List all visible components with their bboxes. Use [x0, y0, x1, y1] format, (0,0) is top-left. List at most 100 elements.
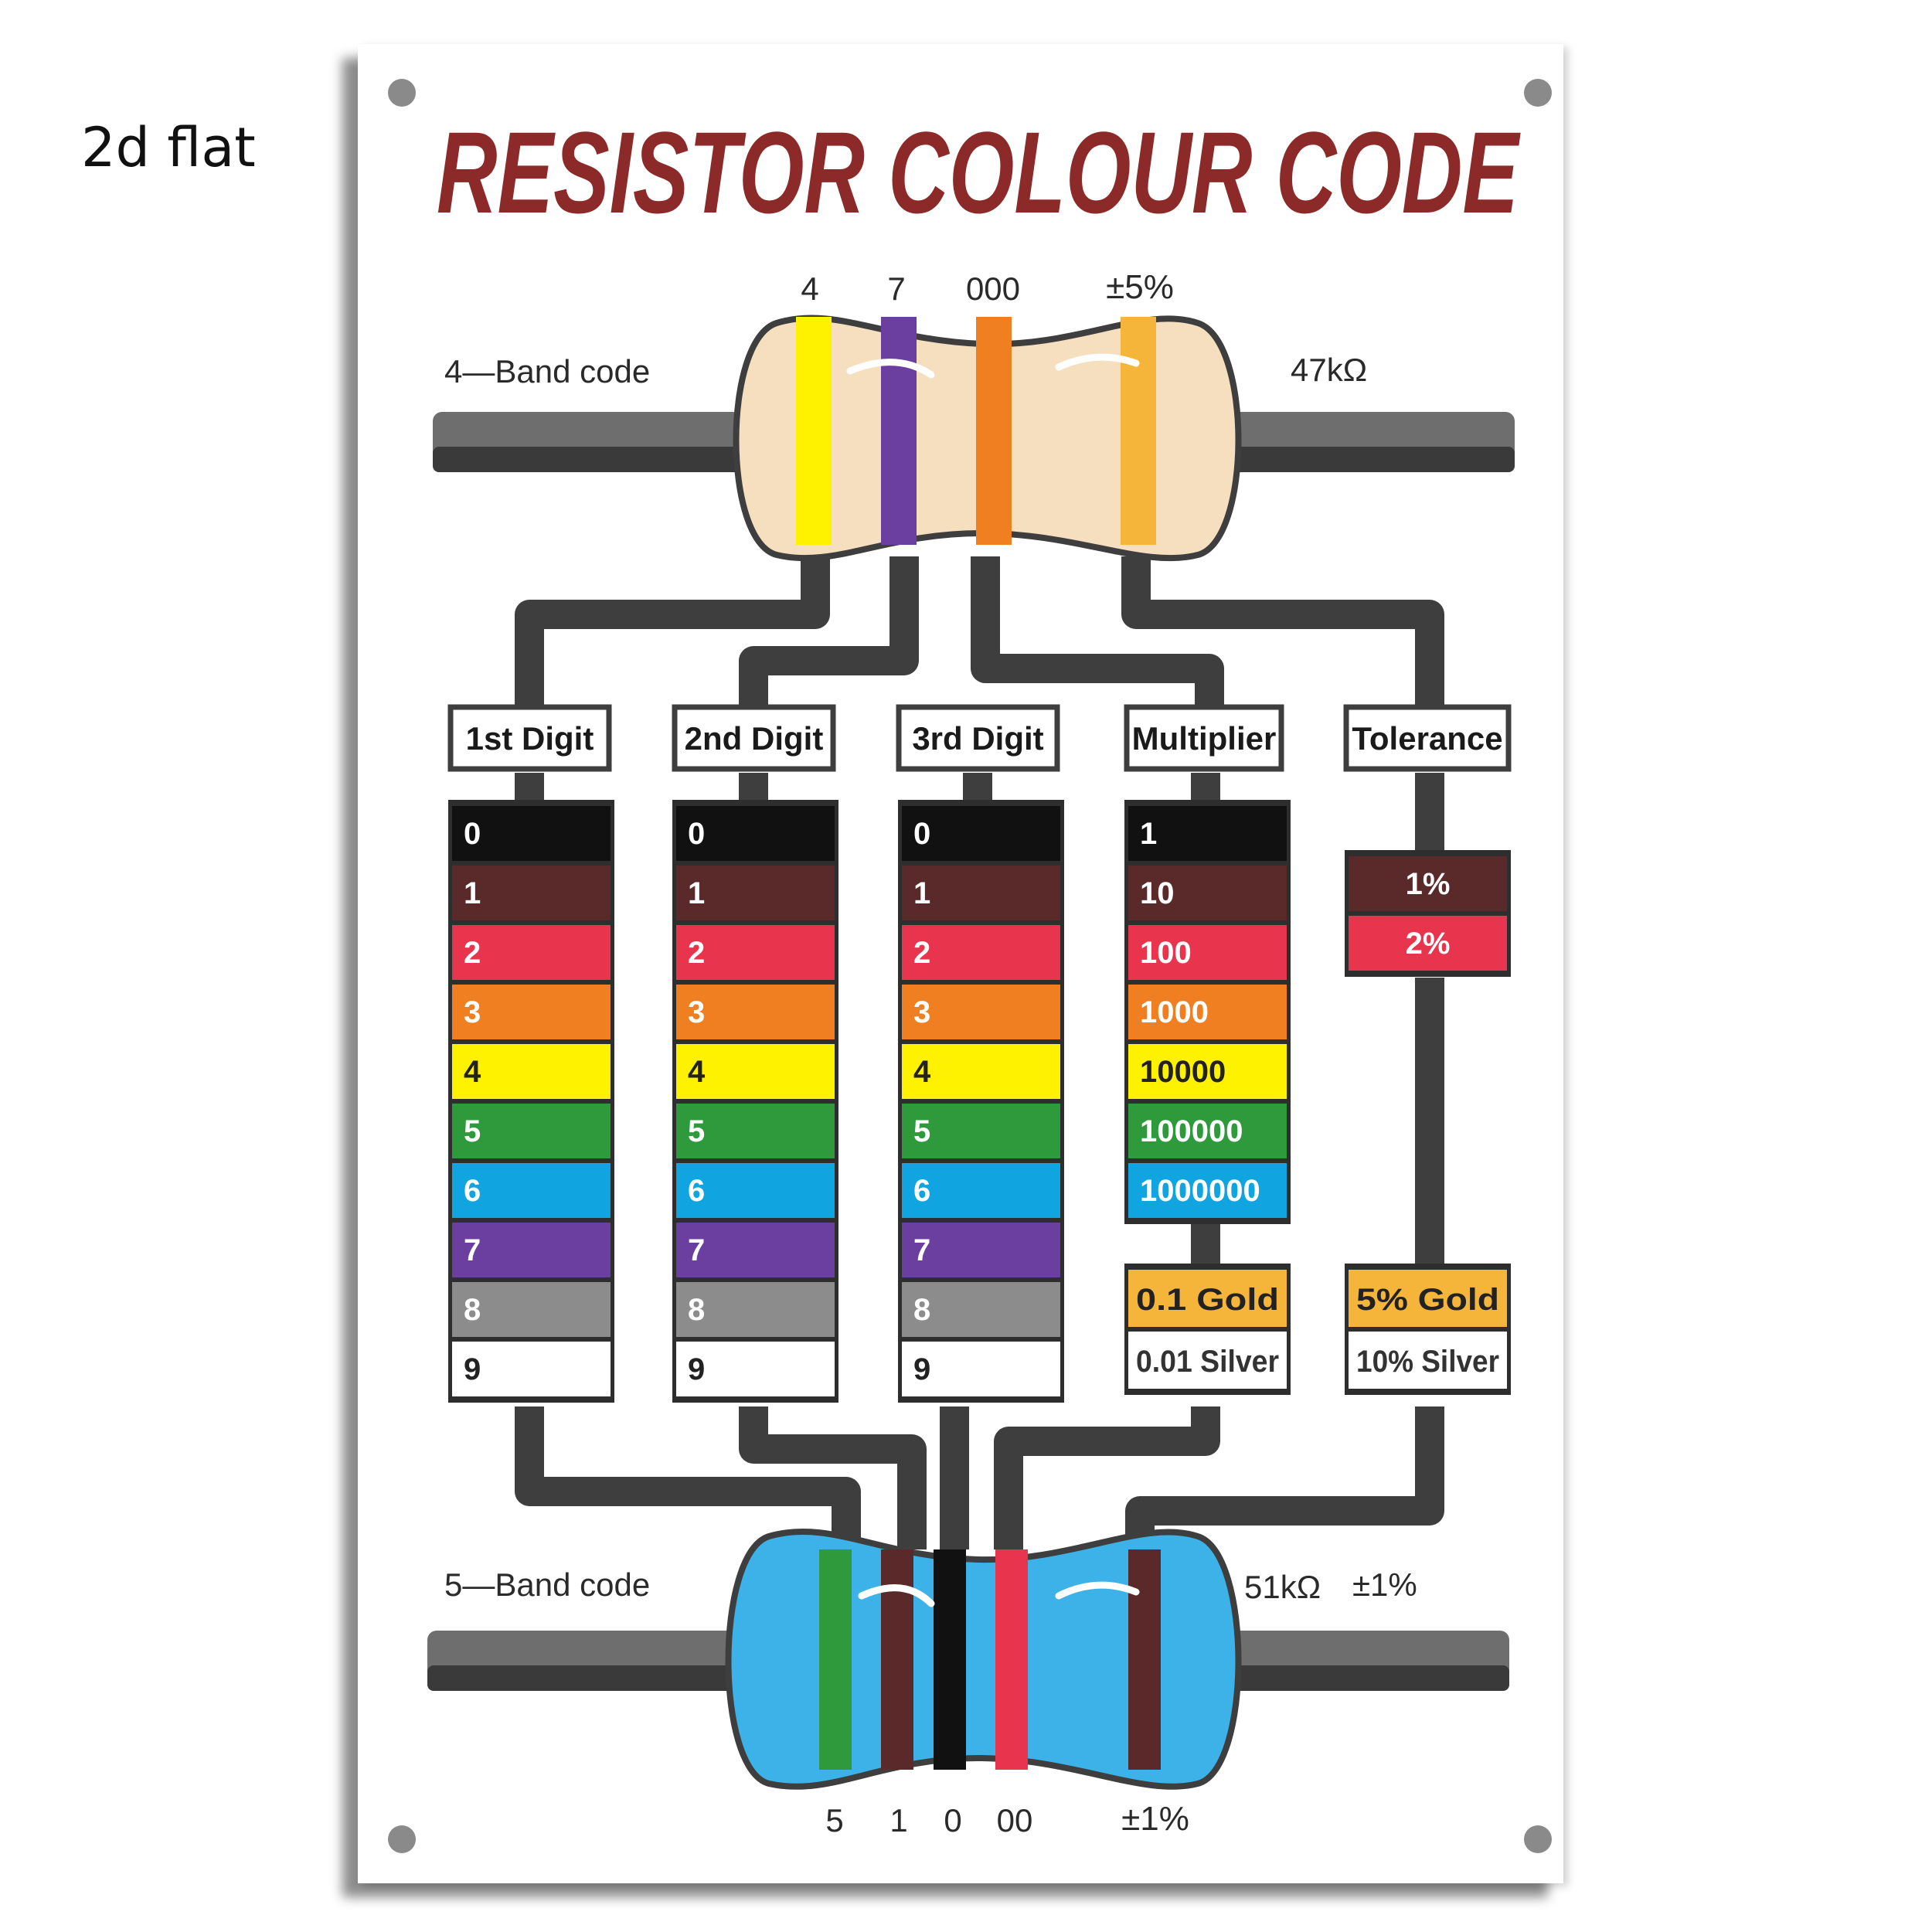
colour-row [1128, 1104, 1287, 1158]
colour-row-label: 0 [688, 817, 705, 851]
colour-row [676, 1104, 835, 1158]
colour-row-label: 100 [1140, 936, 1192, 970]
screw-icon [388, 1825, 416, 1853]
colour-row-label: 8 [464, 1293, 481, 1327]
resistor-lead-left-shade [427, 1665, 736, 1691]
colour-row [1349, 856, 1507, 911]
colour-row [676, 1282, 835, 1337]
colour-row-label: 1 [688, 876, 705, 910]
colour-row-label: 6 [688, 1174, 705, 1208]
colour-row-label: 8 [913, 1293, 930, 1327]
colour-row-label: 10% Silver [1356, 1345, 1499, 1379]
colour-row [1128, 806, 1287, 861]
four-band-digit-2: 7 [887, 270, 905, 307]
colour-row [902, 806, 1060, 861]
colour-row-label: 7 [913, 1233, 930, 1267]
colour-row [452, 1282, 611, 1337]
colour-row [452, 1104, 611, 1158]
resistor-highlight [1055, 353, 1140, 371]
wire-1st-digit-bottom [515, 1406, 861, 1549]
resistor-highlight [858, 1584, 935, 1607]
colour-row [452, 1163, 611, 1218]
colour-row [452, 1223, 611, 1277]
colour-row-label: 1 [464, 876, 481, 910]
resistor-lead-left-shade [433, 447, 742, 472]
column-header: 2nd Digit [685, 720, 824, 757]
colour-row-label: 0 [913, 817, 930, 851]
colour-row-label: 3 [464, 995, 481, 1029]
colour-row-label: 9 [688, 1352, 705, 1386]
colour-row [902, 1104, 1060, 1158]
wire-3rd-digit-top [971, 556, 1224, 715]
column-header-box [896, 704, 1060, 772]
colour-row-label: 4 [688, 1055, 706, 1089]
colour-row-label: 8 [688, 1293, 705, 1327]
colour-row [902, 985, 1060, 1039]
colour-row [676, 1342, 835, 1396]
colour-row [1128, 1163, 1287, 1218]
five-band-resistor: 5—Band code 51kΩ ±1% 5 1 0 00 ±1% [427, 1529, 1509, 1838]
colour-row-label: 0.01 Silver [1136, 1345, 1279, 1379]
wire-2nd-digit-bottom [739, 1406, 927, 1549]
resistor-band [976, 317, 1012, 545]
four-band-label: 4—Band code [444, 353, 650, 389]
colour-row [1349, 916, 1507, 971]
colour-row-label: 1 [913, 876, 930, 910]
column-header-box [447, 704, 612, 772]
colour-row-label: 10000 [1140, 1055, 1226, 1089]
resistor-body [725, 1529, 1242, 1790]
colour-row-label: 1000000 [1140, 1174, 1260, 1208]
resistor-band [995, 1549, 1028, 1770]
resistor-band [881, 1549, 913, 1770]
four-band-value: 47kΩ [1291, 352, 1367, 388]
colour-row [902, 925, 1060, 980]
colour-row [676, 1223, 835, 1277]
colour-row-label: 1% [1406, 867, 1451, 901]
colour-row [452, 806, 611, 861]
five-band-digit-1: 5 [825, 1802, 843, 1838]
colour-row-label: 0 [464, 817, 481, 851]
screw-icon [1524, 79, 1552, 107]
colour-row [902, 1342, 1060, 1396]
five-band-digit-2: 1 [889, 1802, 907, 1838]
colour-row [1128, 1044, 1287, 1099]
colour-row [1128, 1332, 1287, 1389]
resistor-highlight [1055, 1581, 1140, 1600]
colour-row [902, 866, 1060, 920]
colour-row [1128, 866, 1287, 920]
five-band-value: 51kΩ [1244, 1569, 1321, 1605]
colour-row [676, 866, 835, 920]
column-header: 1st Digit [466, 720, 594, 757]
resistor-highlight [846, 359, 935, 379]
resistor-band [934, 1549, 966, 1770]
screw-icon [1524, 1825, 1552, 1853]
colour-row [1349, 1270, 1507, 1327]
five-band-label: 5—Band code [444, 1566, 650, 1603]
colour-row-label: 5 [688, 1114, 705, 1148]
resistor-lead-right-shade [1206, 447, 1515, 472]
colour-row [676, 985, 835, 1039]
column-header: Tolerance [1352, 720, 1502, 757]
screw-icon [388, 79, 416, 107]
resistor-lead-right-shade [1200, 1665, 1509, 1691]
colour-row-label: 2% [1406, 927, 1451, 961]
colour-row-label: 0.1 Gold [1136, 1283, 1279, 1317]
colour-row-label: 3 [913, 995, 930, 1029]
colour-row [902, 1044, 1060, 1099]
colour-row-label: 5 [913, 1114, 930, 1148]
colour-row [676, 925, 835, 980]
colour-row-label: 1000 [1140, 995, 1209, 1029]
resistor-band [819, 1549, 852, 1770]
colour-row-label: 10 [1140, 876, 1175, 910]
colour-row [452, 1044, 611, 1099]
chart-title: RESISTOR COLOUR CODE [437, 107, 1521, 237]
resistor-band [881, 317, 917, 545]
colour-row [452, 925, 611, 980]
colour-row [676, 1163, 835, 1218]
wire-1st-digit-top [515, 556, 830, 715]
five-band-multiplier: 00 [997, 1802, 1033, 1838]
colour-row-label: 100000 [1140, 1114, 1243, 1148]
colour-row-label: 6 [913, 1174, 930, 1208]
colour-row-label: 3 [688, 995, 705, 1029]
colour-row [1349, 1332, 1507, 1389]
